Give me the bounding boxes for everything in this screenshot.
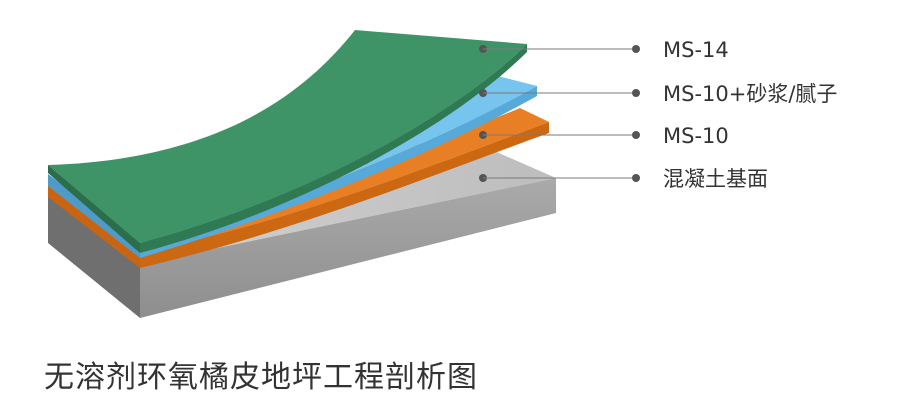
concrete-base-side bbox=[48, 190, 140, 318]
layer-label-primer: MS-10 bbox=[663, 124, 729, 148]
label-marker-dot bbox=[632, 89, 640, 97]
layer-label-concrete-base: 混凝土基面 bbox=[663, 167, 768, 191]
mortar-putty-layer-side bbox=[48, 174, 140, 258]
callout-concrete-base: 混凝土基面 bbox=[479, 167, 768, 191]
layer-label-top-coat: MS-14 bbox=[663, 38, 729, 62]
layer-label-mortar-putty: MS-10+砂浆/腻子 bbox=[663, 82, 837, 106]
diagram-title: 无溶剂环氧橘皮地坪工程剖析图 bbox=[44, 360, 478, 395]
callout-primer: MS-10 bbox=[479, 124, 729, 148]
top-coat-layer-side bbox=[48, 165, 140, 253]
label-marker-dot bbox=[632, 45, 640, 53]
callout-mortar-putty: MS-10+砂浆/腻子 bbox=[479, 82, 837, 106]
top-coat-layer bbox=[48, 30, 527, 253]
concrete-base-front bbox=[140, 178, 556, 318]
primer-layer-front bbox=[140, 122, 549, 268]
top-coat-layer-front bbox=[140, 44, 527, 253]
callout-top-coat: MS-14 bbox=[479, 38, 729, 62]
top-coat-layer-top bbox=[48, 30, 527, 243]
label-marker-dot bbox=[632, 174, 640, 182]
label-marker-dot bbox=[632, 131, 640, 139]
